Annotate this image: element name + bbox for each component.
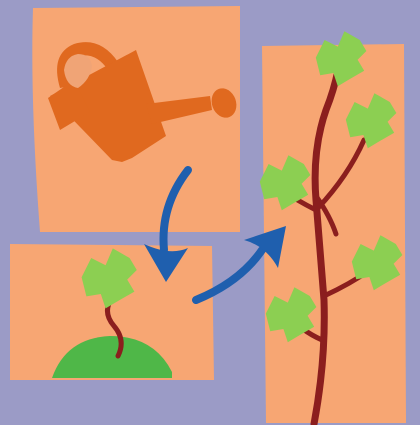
soil-mound: [52, 336, 172, 378]
panel-seedling: [10, 244, 214, 380]
watering-can-icon: [48, 42, 237, 162]
seedling-icon: [52, 248, 172, 378]
arrow-up-right-icon: [192, 226, 286, 304]
vine-icon: [259, 31, 403, 425]
arrow-down-icon: [144, 166, 192, 282]
